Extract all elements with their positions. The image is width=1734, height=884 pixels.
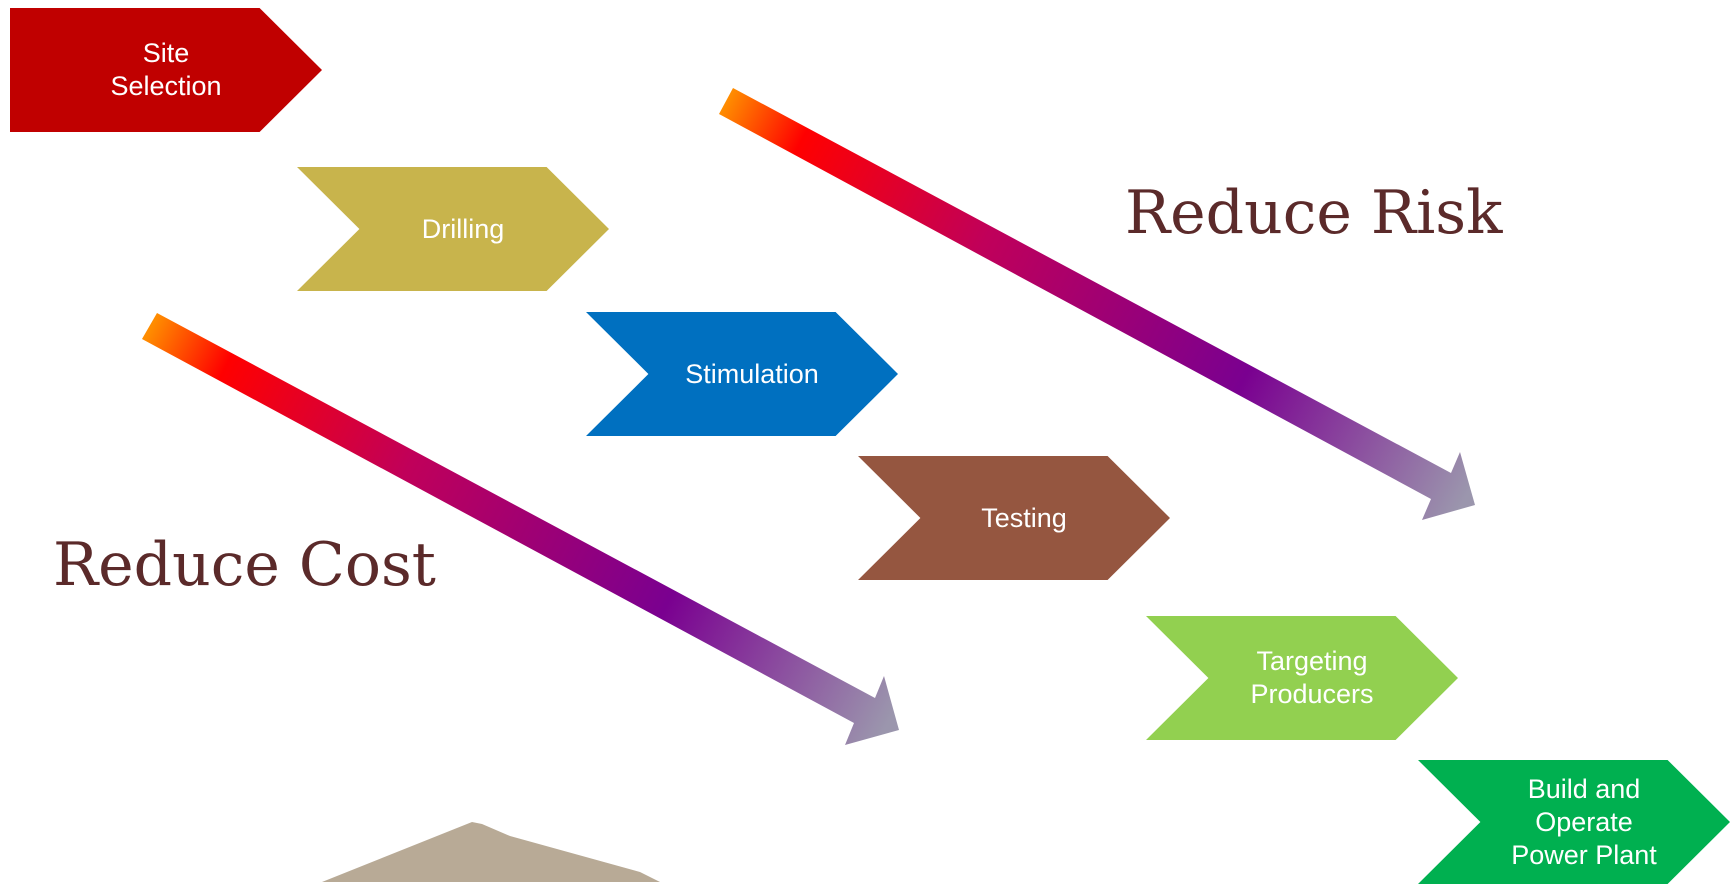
step-targeting-producers-label: Targeting Producers [1250,646,1374,709]
step-drilling-label: Drilling [421,213,505,244]
step-stimulation-label: Stimulation [685,358,819,389]
step-build-operate-power-plant-label: Build and Operate Power Plant [1511,773,1657,870]
reduce-cost-label: Reduce Cost [53,530,436,600]
step-site-selection: Site Selection [10,8,322,132]
step-stimulation: Stimulation [586,312,898,436]
reduce-cost-arrow [142,313,899,745]
mountain-shape [322,822,660,882]
reduce-risk-label: Reduce Risk [1125,178,1503,248]
step-drilling: Drilling [297,167,609,291]
step-site-selection-label: Site Selection [110,38,222,101]
reduce-risk-arrow [719,88,1475,520]
step-testing-label: Testing [981,502,1067,533]
